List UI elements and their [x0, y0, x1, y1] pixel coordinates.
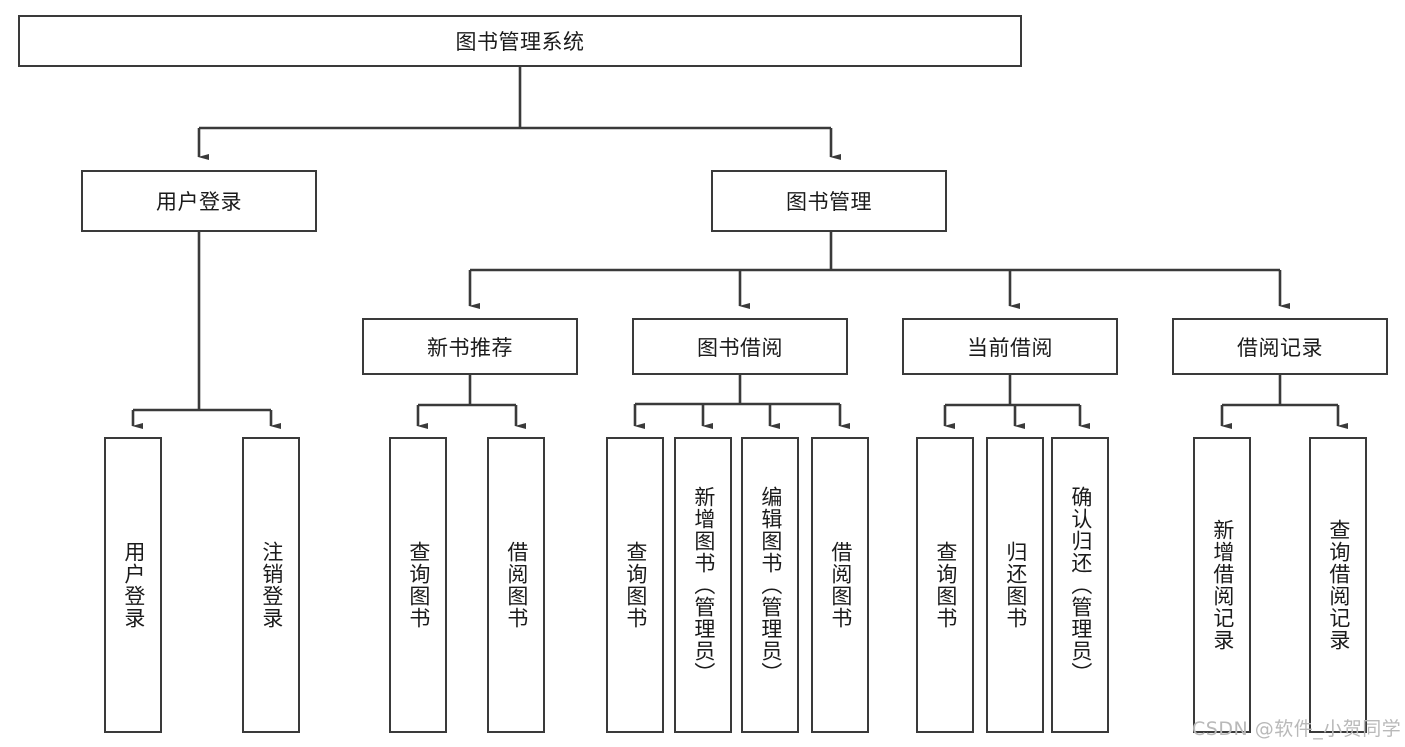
node-label: 借阅图书 — [504, 541, 529, 629]
node-label: 图书管理 — [786, 190, 872, 214]
node-label: 新增借阅记录 — [1210, 519, 1235, 651]
node-borrow-records[interactable]: 借阅记录 — [1172, 318, 1388, 375]
node-book-borrow[interactable]: 图书借阅 — [632, 318, 848, 375]
leaf-confirm-return-admin[interactable]: 确认归还（管理员） — [1051, 437, 1109, 733]
node-label: 图书管理系统 — [455, 30, 585, 54]
node-book-management[interactable]: 图书管理 — [711, 170, 947, 232]
node-label: 查询图书 — [406, 541, 431, 629]
leaf-edit-book-admin[interactable]: 编辑图书（管理员） — [741, 437, 799, 733]
leaf-query-borrow-record[interactable]: 查询借阅记录 — [1309, 437, 1367, 733]
node-label: 用户登录 — [156, 190, 242, 214]
node-label: 图书借阅 — [697, 335, 783, 360]
leaf-add-borrow-record[interactable]: 新增借阅记录 — [1193, 437, 1251, 733]
node-label: 查询借阅记录 — [1326, 519, 1351, 651]
node-label: 借阅图书 — [828, 541, 853, 629]
leaf-add-book-admin[interactable]: 新增图书（管理员） — [674, 437, 732, 733]
node-user-login[interactable]: 用户登录 — [81, 170, 317, 232]
leaf-return-book[interactable]: 归还图书 — [986, 437, 1044, 733]
node-label: 编辑图书（管理员） — [758, 486, 783, 684]
watermark-text: CSDN @软件_小贺同学 — [1192, 718, 1402, 740]
node-root-system[interactable]: 图书管理系统 — [18, 15, 1022, 67]
leaf-borrow-book-new[interactable]: 借阅图书 — [487, 437, 545, 733]
node-current-borrow[interactable]: 当前借阅 — [902, 318, 1118, 375]
node-label: 新增图书（管理员） — [691, 486, 716, 684]
leaf-query-book-new[interactable]: 查询图书 — [389, 437, 447, 733]
node-label: 查询图书 — [623, 541, 648, 629]
leaf-query-book-current[interactable]: 查询图书 — [916, 437, 974, 733]
leaf-query-book-borrow[interactable]: 查询图书 — [606, 437, 664, 733]
leaf-logout[interactable]: 注销登录 — [242, 437, 300, 733]
node-label: 用户登录 — [121, 541, 146, 629]
leaf-user-login[interactable]: 用户登录 — [104, 437, 162, 733]
node-new-book-recommend[interactable]: 新书推荐 — [362, 318, 578, 375]
node-label: 借阅记录 — [1237, 335, 1323, 360]
node-label: 注销登录 — [259, 541, 284, 629]
node-label: 新书推荐 — [427, 335, 513, 360]
node-label: 确认归还（管理员） — [1068, 486, 1093, 684]
leaf-borrow-book[interactable]: 借阅图书 — [811, 437, 869, 733]
node-label: 查询图书 — [933, 541, 958, 629]
node-label: 当前借阅 — [967, 335, 1053, 360]
node-label: 归还图书 — [1003, 541, 1028, 629]
